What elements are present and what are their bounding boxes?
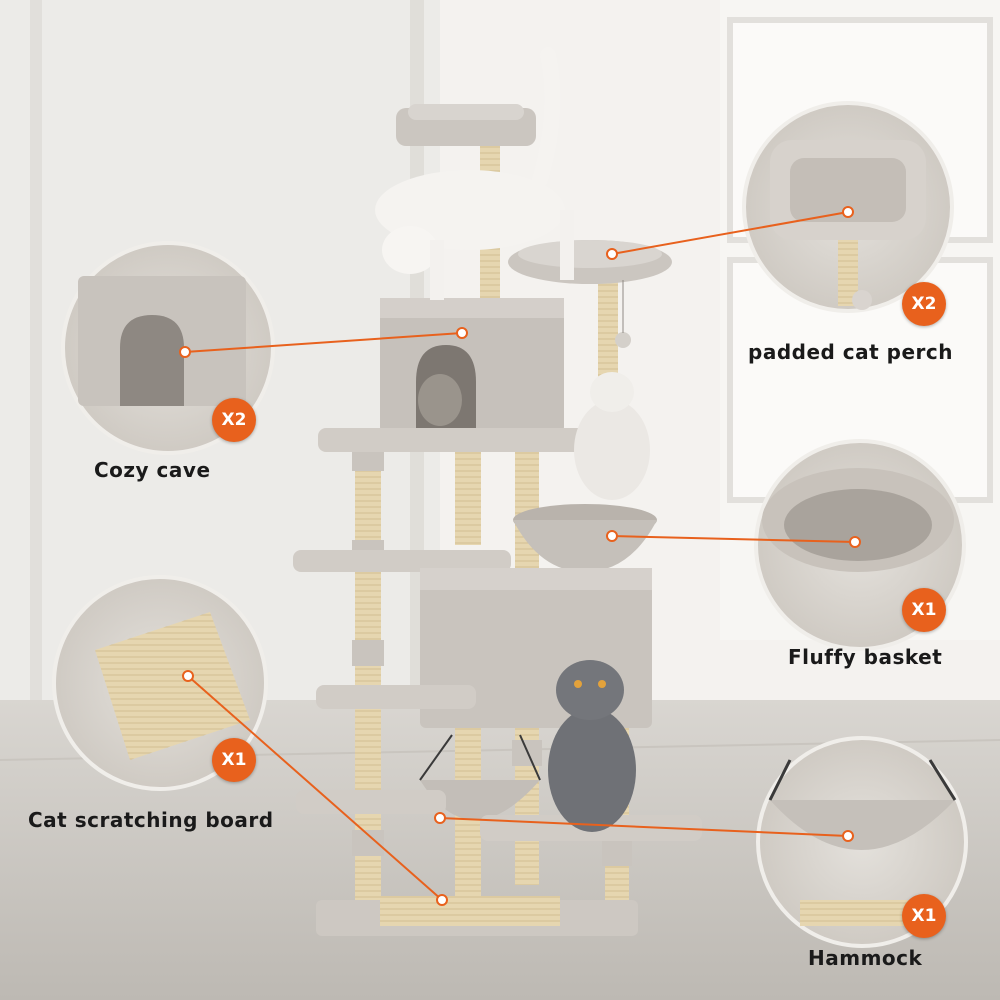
callout-cave [61,241,275,455]
leader-dots [179,206,861,906]
basket-qty-badge: X1 [902,588,946,632]
hammock-label: Hammock [808,946,923,970]
callout-hammock [756,736,968,948]
perch-label: padded cat perch [748,340,954,364]
perch-qty-badge: X2 [902,282,946,326]
board-label: Cat scratching board [28,808,274,832]
cave-label: Cozy cave [94,458,211,482]
cave-qty-badge: X2 [212,398,256,442]
leader-lines [184,211,856,901]
cats [375,47,650,832]
callout-board [52,575,268,791]
hammock-qty-badge: X1 [902,894,946,938]
basket-label: Fluffy basket [788,645,943,669]
board-qty-badge: X1 [212,738,256,782]
